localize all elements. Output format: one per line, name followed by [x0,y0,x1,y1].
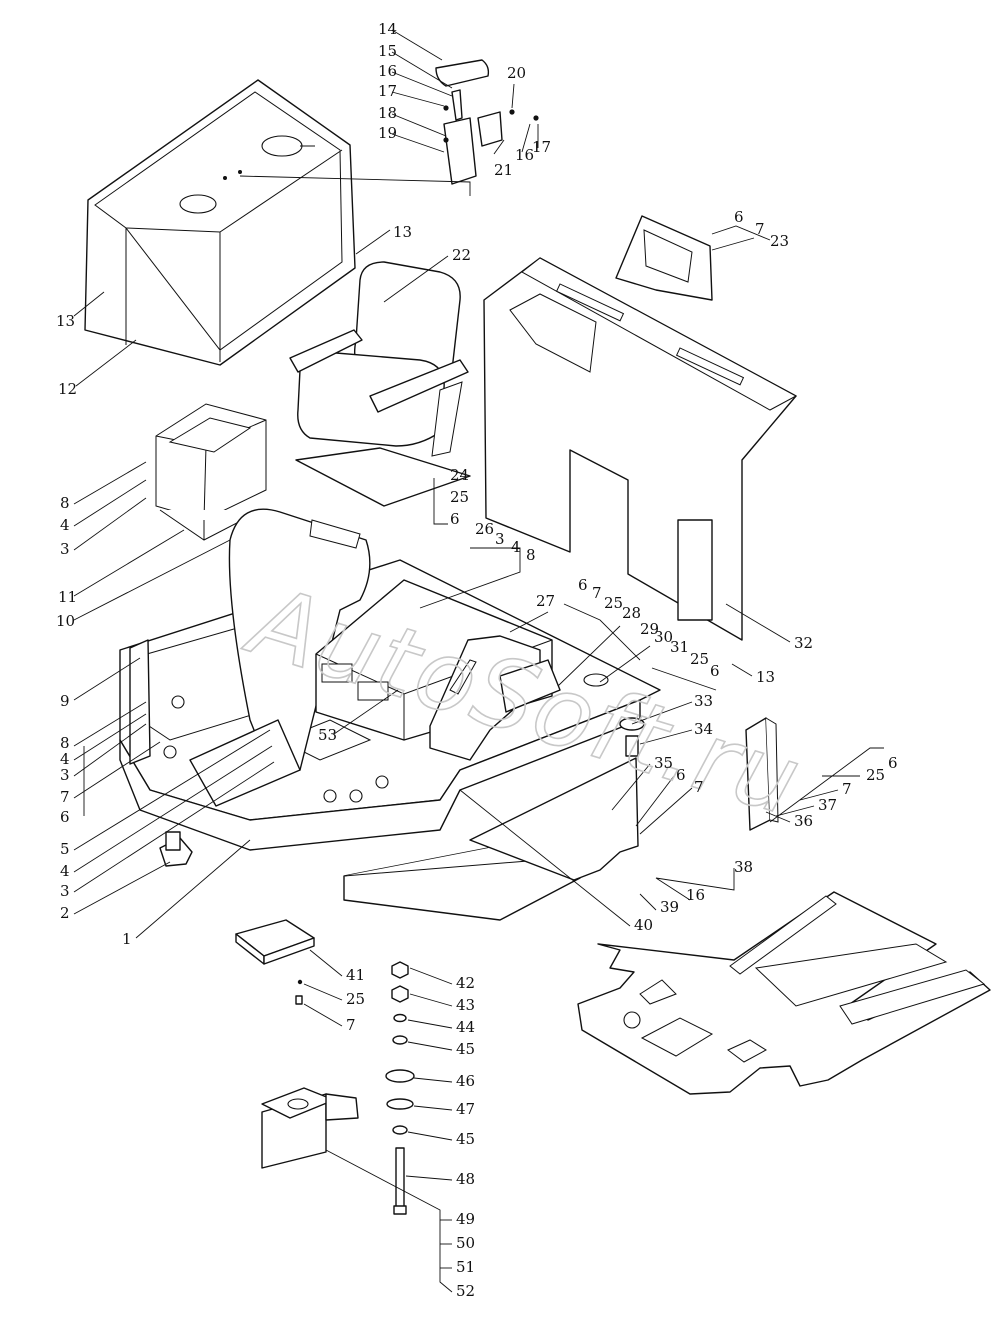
callout-c42: 42 [456,974,475,992]
callout-c28: 28 [622,604,641,622]
lower-side-panel-part [343,757,639,921]
callout-c40: 40 [634,916,653,934]
display-console-part [615,215,713,301]
rear-panel-part [483,257,798,641]
mount-block-part [261,1087,359,1169]
tray-part [235,919,315,1005]
callout-c6g: 6 [888,754,898,772]
callout-c14: 14 [378,20,397,38]
callout-c53: 53 [318,726,337,744]
callout-c52: 52 [456,1282,475,1300]
callout-c27: 27 [536,592,555,610]
callout-c25c: 25 [690,650,709,668]
callout-c3d: 3 [60,882,70,900]
callout-c30: 30 [654,628,673,646]
callout-c48: 48 [456,1170,475,1188]
operator-seat-part [289,261,471,507]
callout-c35: 35 [654,754,673,772]
callout-c10: 10 [56,612,75,630]
callout-c2: 2 [60,904,70,922]
callout-c49: 49 [456,1210,475,1228]
callout-c13b: 13 [56,312,75,330]
callout-c24: 24 [450,466,469,484]
callout-c4b: 4 [511,538,521,556]
callout-c6d: 6 [710,662,720,680]
callout-c4c: 4 [60,750,70,768]
callout-c12: 12 [58,380,77,398]
callout-c51: 51 [456,1258,475,1276]
callout-c5: 5 [60,840,70,858]
callout-c41: 41 [346,966,365,984]
pedal-mount-part [159,831,193,867]
callout-c32: 32 [794,634,813,652]
callout-c45a: 45 [456,1040,475,1058]
floor-mat-part [577,891,991,1095]
callout-c6a: 6 [734,208,744,226]
callout-c39: 39 [660,898,679,916]
callout-c34: 34 [694,720,713,738]
callout-c20: 20 [507,64,526,82]
callout-c33: 33 [694,692,713,710]
callout-c3b: 3 [495,530,505,548]
callout-c16b: 16 [515,146,534,164]
callout-c36: 36 [794,812,813,830]
callout-c46: 46 [456,1072,475,1090]
callout-c15: 15 [378,42,397,60]
callout-c7e: 7 [842,780,852,798]
callout-c16c: 16 [686,886,705,904]
callout-c17b: 17 [532,138,551,156]
callout-c25a: 25 [450,488,469,506]
callout-c25b: 25 [604,594,623,612]
callout-c23: 23 [770,232,789,250]
callout-c6e: 6 [60,808,70,826]
callout-c3a: 3 [60,540,70,558]
battery-frame-part [155,403,267,541]
side-post-part [745,717,779,831]
callout-c17a: 17 [378,82,397,100]
callout-c8c: 8 [60,734,70,752]
callout-c29: 29 [640,620,659,638]
callout-c4a: 4 [60,516,70,534]
callout-c6f: 6 [676,766,686,784]
callout-c3c: 3 [60,766,70,784]
callout-c7f: 7 [346,1016,356,1034]
callout-c11: 11 [58,588,77,606]
callout-c47: 47 [456,1100,475,1118]
pedal-bracket-part [429,635,609,761]
callout-c38: 38 [734,858,753,876]
callout-c13a: 13 [393,223,412,241]
callout-c7d: 7 [694,778,704,796]
callout-c6b: 6 [450,510,460,528]
leader-lines [73,29,884,1293]
callout-c22: 22 [452,246,471,264]
callout-c44: 44 [456,1018,475,1036]
callout-c4d: 4 [60,862,70,880]
callout-c7a: 7 [755,220,765,238]
callout-c37: 37 [818,796,837,814]
callout-c16a: 16 [378,62,397,80]
callout-c31: 31 [670,638,689,656]
callout-c50: 50 [456,1234,475,1252]
callout-c6c: 6 [578,576,588,594]
callout-c43: 43 [456,996,475,1014]
armrest-bracket-assembly [239,59,539,196]
canopy-cover-part [84,79,356,366]
callout-c7c: 7 [60,788,70,806]
callout-c9: 9 [60,692,70,710]
callout-c8b: 8 [526,546,536,564]
callout-c19: 19 [378,124,397,142]
callout-c25d: 25 [866,766,885,784]
callout-c7b: 7 [592,584,602,602]
hardware-stack-part [385,961,415,1215]
callout-c21: 21 [494,161,513,179]
callout-c18: 18 [378,104,397,122]
callout-c13c: 13 [756,668,775,686]
callout-c45b: 45 [456,1130,475,1148]
callout-c26: 26 [475,520,494,538]
callout-c8a: 8 [60,494,70,512]
callout-c1: 1 [122,930,132,948]
callout-c25e: 25 [346,990,365,1008]
